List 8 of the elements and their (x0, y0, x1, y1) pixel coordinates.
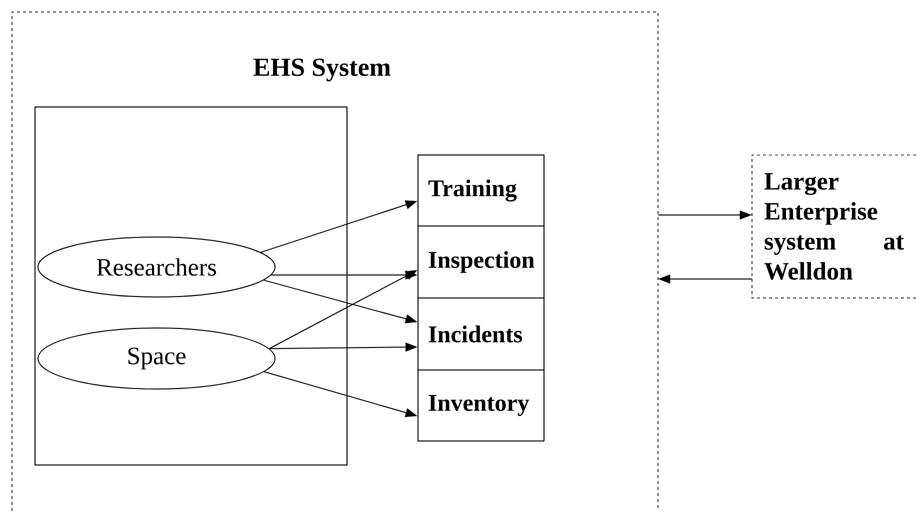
module-cell: Training (418, 154, 544, 226)
container-box (34, 106, 348, 466)
module-cell: Incidents (418, 298, 544, 370)
external-system-box: Larger Enterprise system at Welldon (752, 154, 916, 298)
module-cell: Inspection (418, 226, 544, 298)
module-cell: Inventory (418, 370, 544, 442)
node-label: EHS System (253, 58, 391, 82)
system-boundary (12, 12, 658, 512)
